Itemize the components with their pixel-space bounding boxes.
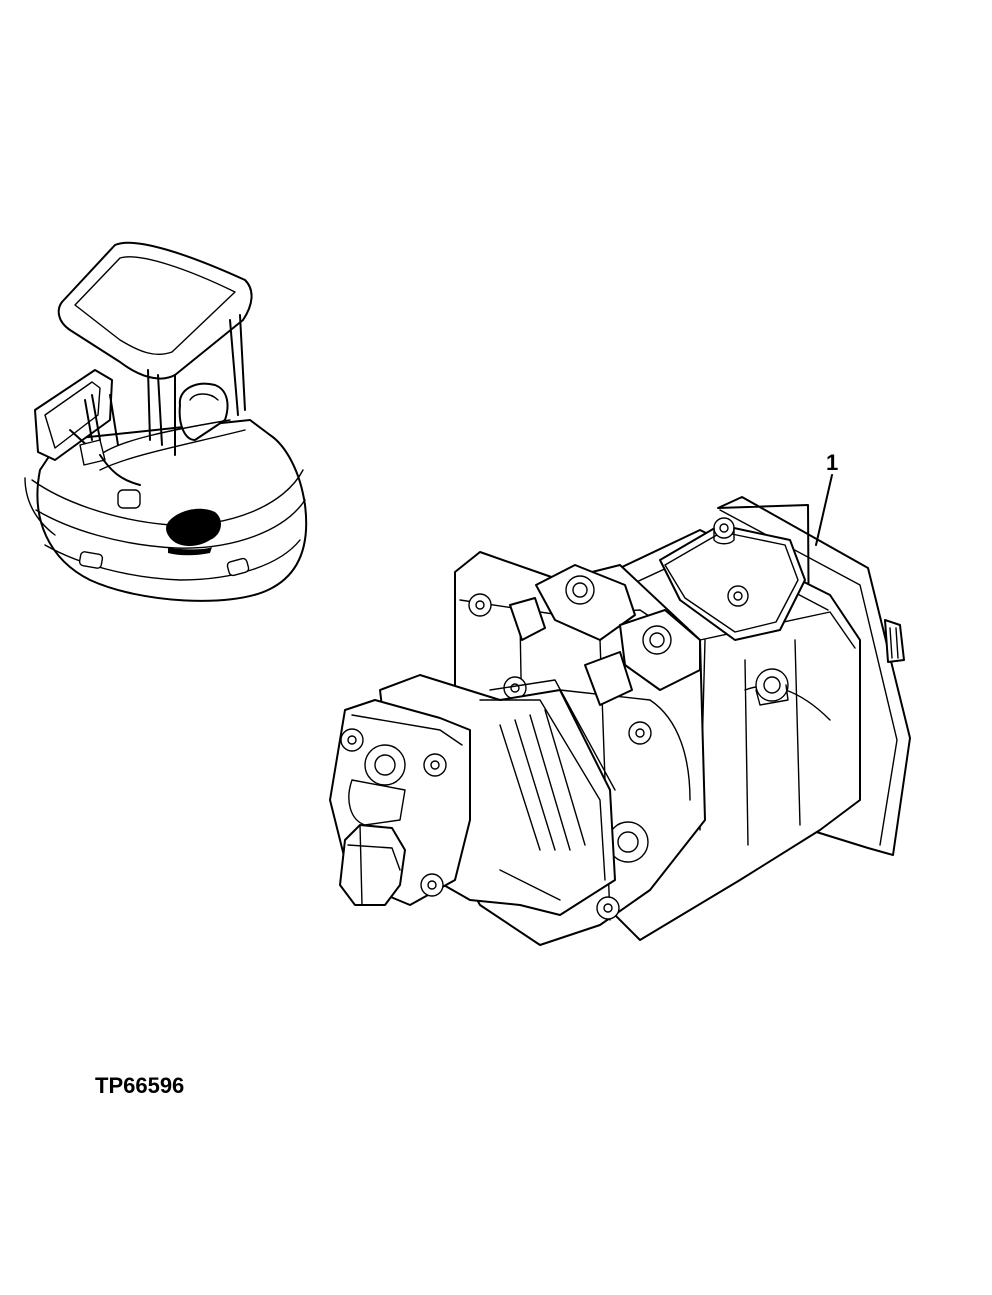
excavator-locator-icon xyxy=(24,241,308,602)
hydraulic-pump-assembly xyxy=(329,496,911,946)
callout-number: 1 xyxy=(826,450,838,475)
callout-1: 1 xyxy=(815,450,838,546)
figure-code: TP66596 xyxy=(95,1073,184,1098)
